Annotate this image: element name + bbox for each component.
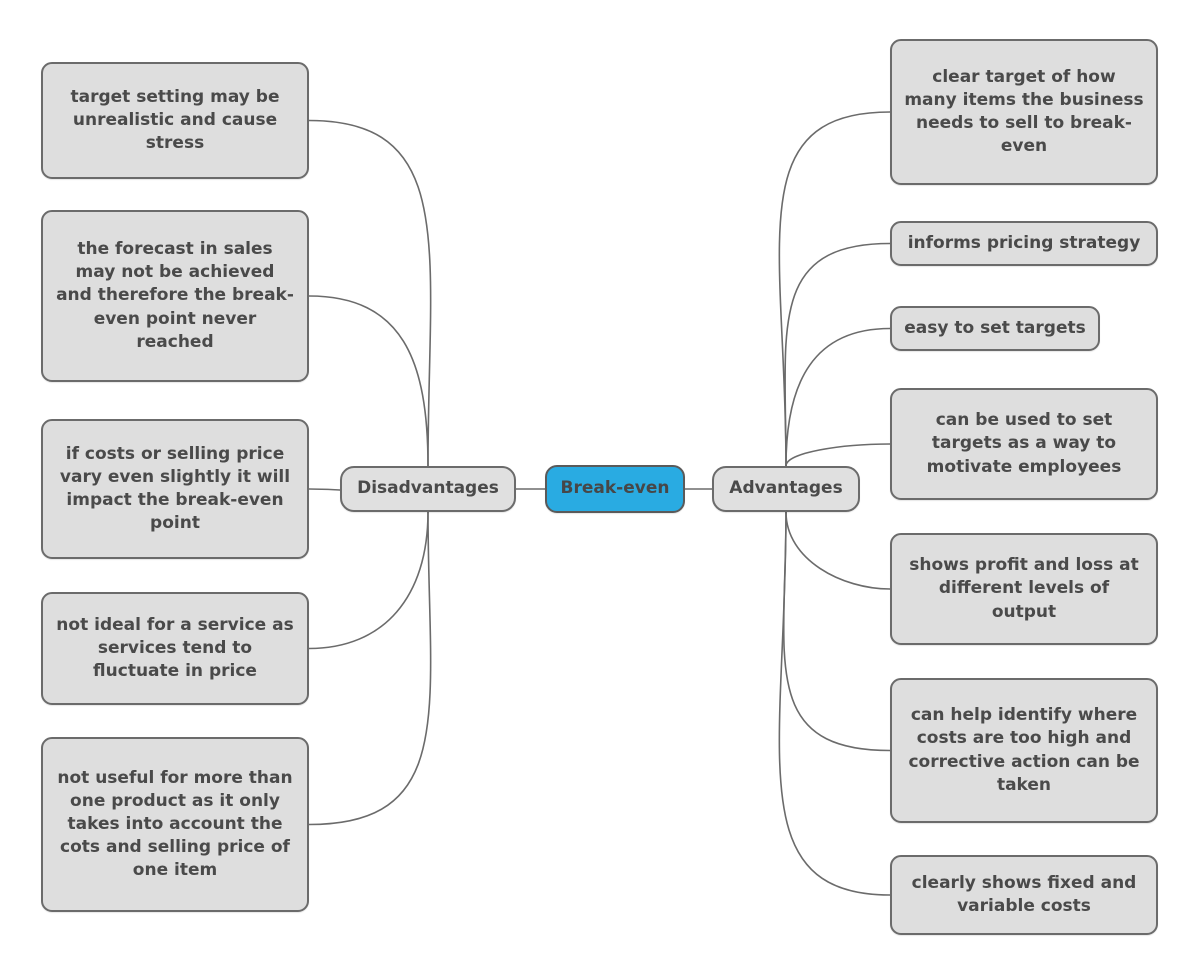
leaf-node-dis-3[interactable]: if costs or selling price vary even slig… xyxy=(41,419,309,559)
leaf-node-adv-1[interactable]: clear target of how many items the busin… xyxy=(890,39,1158,185)
leaf-node-adv-5[interactable]: shows profit and loss at different level… xyxy=(890,533,1158,645)
link-advantages-adv-7 xyxy=(778,511,891,896)
link-disadvantages-dis-1 xyxy=(308,119,432,467)
link-advantages-adv-3 xyxy=(785,327,891,467)
leaf-node-dis-4-label: not ideal for a service as services tend… xyxy=(56,614,294,682)
link-advantages-adv-6 xyxy=(782,511,891,752)
leaf-node-adv-2-label: informs pricing strategy xyxy=(907,232,1141,253)
leaf-node-adv-2[interactable]: informs pricing strategy xyxy=(890,221,1158,266)
leaf-node-adv-6[interactable]: can help identify where costs are too hi… xyxy=(890,678,1158,823)
leaf-node-adv-7[interactable]: clearly shows fixed and variable costs xyxy=(890,855,1158,935)
branch-node-disadvantages[interactable]: Disadvantages xyxy=(340,466,516,512)
leaf-node-adv-4[interactable]: can be used to set targets as a way to m… xyxy=(890,388,1158,500)
link-disadvantages-dis-2 xyxy=(308,295,429,467)
leaf-node-adv-1-label: clear target of how many items the busin… xyxy=(904,66,1144,157)
leaf-node-dis-1-label: target setting may be unrealistic and ca… xyxy=(70,86,280,154)
central-node-break-even-label: Break-even xyxy=(560,478,670,499)
link-advantages-adv-4 xyxy=(785,443,891,467)
branch-node-advantages-label: Advantages xyxy=(729,478,843,499)
branch-node-disadvantages-label: Disadvantages xyxy=(357,478,499,499)
central-node-break-even[interactable]: Break-even xyxy=(545,465,685,513)
leaf-node-dis-5[interactable]: not useful for more than one product as … xyxy=(41,737,309,912)
leaf-node-adv-6-label: can help identify where costs are too hi… xyxy=(908,705,1140,795)
leaf-node-dis-5-label: not useful for more than one product as … xyxy=(57,767,293,881)
leaf-node-adv-3[interactable]: easy to set targets xyxy=(890,306,1100,351)
leaf-node-dis-2-label: the forecast in sales may not be achieve… xyxy=(56,239,294,352)
branch-node-advantages[interactable]: Advantages xyxy=(712,466,860,512)
leaf-node-adv-7-label: clearly shows fixed and variable costs xyxy=(911,872,1137,916)
leaf-node-dis-1[interactable]: target setting may be unrealistic and ca… xyxy=(41,62,309,179)
leaf-node-dis-3-label: if costs or selling price vary even slig… xyxy=(59,443,291,534)
link-disadvantages-dis-4 xyxy=(308,511,429,650)
leaf-node-dis-4[interactable]: not ideal for a service as services tend… xyxy=(41,592,309,705)
link-advantages-adv-1 xyxy=(778,111,891,467)
leaf-node-dis-2[interactable]: the forecast in sales may not be achieve… xyxy=(41,210,309,382)
link-advantages-adv-2 xyxy=(784,242,891,467)
link-disadvantages-dis-5 xyxy=(308,511,432,826)
leaf-node-adv-3-label: easy to set targets xyxy=(904,317,1086,338)
leaf-node-adv-5-label: shows profit and loss at different level… xyxy=(909,555,1139,622)
link-advantages-adv-5 xyxy=(785,511,891,590)
leaf-node-adv-4-label: can be used to set targets as a way to m… xyxy=(926,410,1122,477)
